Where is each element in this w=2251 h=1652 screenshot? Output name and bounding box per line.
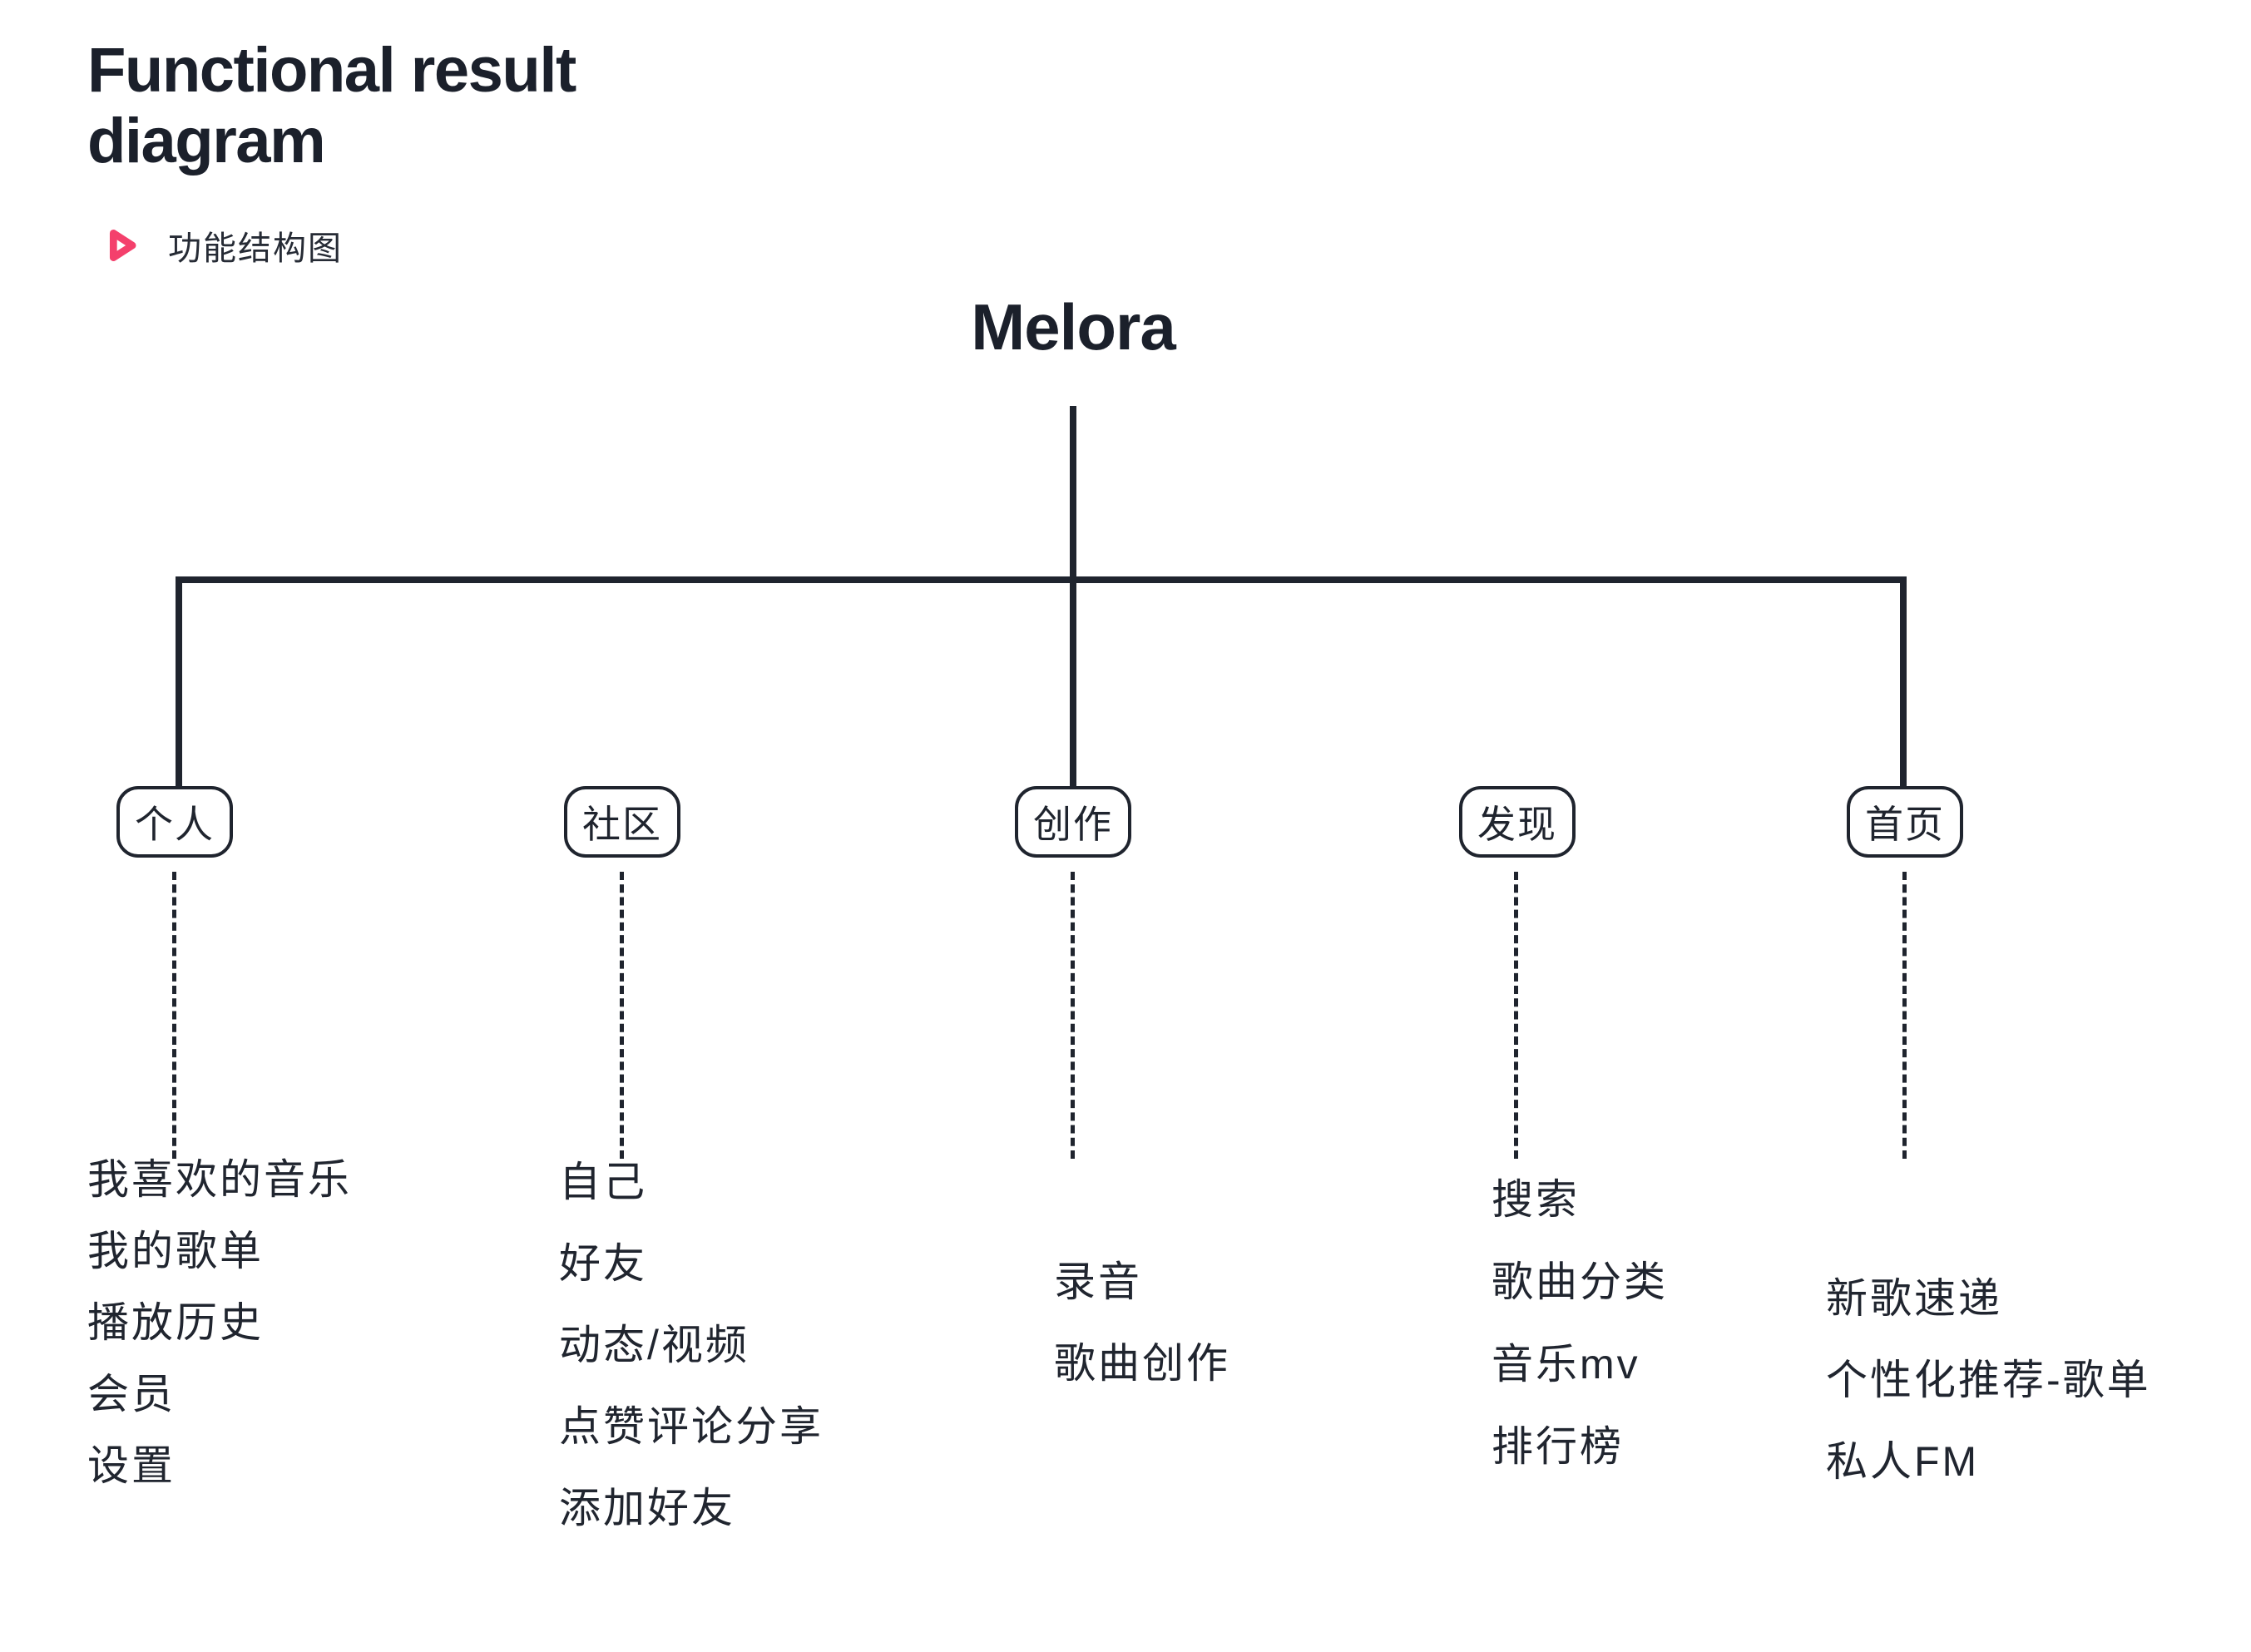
subtitle-row: 功能结构图 xyxy=(100,221,343,270)
connector-trunk xyxy=(1070,406,1076,786)
branch-item: 歌曲创作 xyxy=(1054,1340,1230,1387)
branch-item: 点赞评论分享 xyxy=(559,1403,824,1450)
branch-item: 会员 xyxy=(87,1371,176,1417)
branch-items-discover: 搜索 歌曲分类 音乐mv 排行榜 xyxy=(1492,1155,1668,1484)
dashed-connector-personal xyxy=(172,872,176,1159)
branch-item: 个性化推荐-歌单 xyxy=(1826,1357,2151,1403)
branch-item: 录音 xyxy=(1054,1259,1142,1305)
branch-node-home: 首页 xyxy=(1847,786,1963,858)
root-node-label: Melora xyxy=(971,290,1175,364)
branch-items-community: 自己 好友 动态/视频 点赞评论分享 添加好友 xyxy=(559,1138,824,1546)
branch-node-creation: 创作 xyxy=(1015,786,1131,858)
branch-item: 自己 xyxy=(559,1159,647,1205)
branch-items-home: 新歌速递 个性化推荐-歌单 私人FM xyxy=(1826,1254,2151,1499)
branch-node-personal: 个人 xyxy=(116,786,233,858)
dashed-connector-creation xyxy=(1071,872,1075,1159)
connector-horizontal-bar xyxy=(176,576,1907,583)
dashed-connector-community xyxy=(620,872,624,1159)
branch-item: 我的歌单 xyxy=(87,1228,264,1274)
branch-item: 播放历史 xyxy=(87,1299,264,1346)
dashed-connector-discover xyxy=(1514,872,1518,1159)
subtitle-label: 功能结构图 xyxy=(168,230,343,267)
branch-items-creation: 录音 歌曲创作 xyxy=(1054,1238,1230,1401)
connector-left-drop xyxy=(176,576,182,786)
branch-item: 好友 xyxy=(559,1240,647,1287)
branch-item: 动态/视频 xyxy=(559,1322,750,1368)
connector-right-drop xyxy=(1900,576,1907,786)
branch-item: 设置 xyxy=(87,1442,176,1489)
branch-node-community: 社区 xyxy=(564,786,680,858)
branch-item: 我喜欢的音乐 xyxy=(87,1156,352,1203)
branch-node-discover: 发现 xyxy=(1459,786,1576,858)
dashed-connector-home xyxy=(1902,872,1907,1159)
branch-items-personal: 我喜欢的音乐 我的歌单 播放历史 会员 设置 xyxy=(87,1140,352,1498)
branch-item: 搜索 xyxy=(1492,1175,1580,1223)
play-icon xyxy=(109,229,136,262)
branch-item: 添加好友 xyxy=(559,1485,735,1531)
branch-item: 歌曲分类 xyxy=(1492,1258,1668,1305)
page-title: Functional result diagram xyxy=(87,35,576,177)
branch-item: 排行榜 xyxy=(1492,1422,1624,1470)
branch-item: 新歌速递 xyxy=(1826,1275,2002,1322)
branch-item: 私人FM xyxy=(1826,1438,1980,1485)
branch-item: 音乐mv xyxy=(1492,1340,1640,1387)
